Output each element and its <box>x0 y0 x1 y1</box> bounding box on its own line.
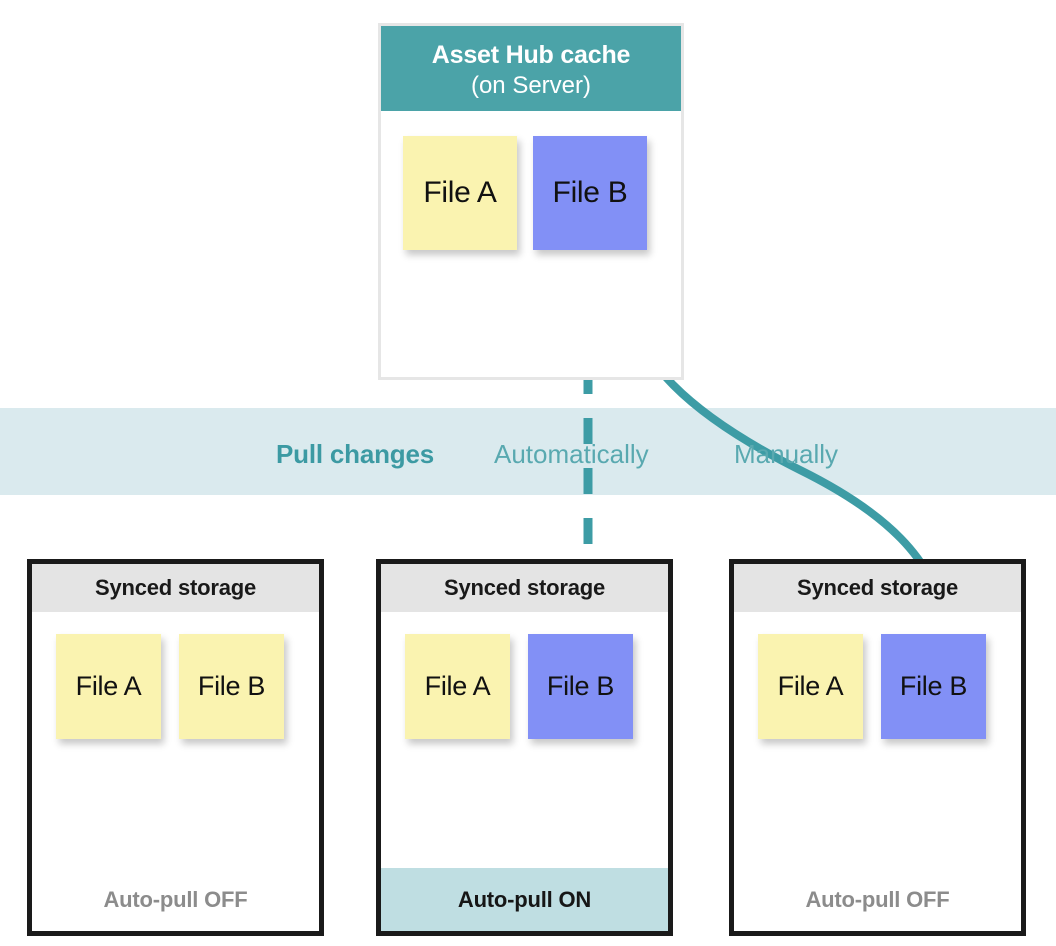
auto-pull-status: Auto-pull ON <box>381 868 668 931</box>
synced-storage-header: Synced storage <box>32 564 319 612</box>
synced-storage-notes: File A File B <box>32 612 319 853</box>
file-note[interactable]: File A <box>403 136 517 250</box>
synced-storage-header: Synced storage <box>381 564 668 612</box>
synced-storage-notes: File A File B <box>734 612 1021 853</box>
asset-hub-cache-title: Asset Hub cache <box>431 40 631 69</box>
manually-label: Manually <box>734 439 839 469</box>
file-note[interactable]: File B <box>533 136 647 250</box>
file-note[interactable]: File A <box>758 634 863 739</box>
synced-storage-box-right: Synced storage File A File B Auto-pull O… <box>729 559 1026 936</box>
file-note[interactable]: File A <box>405 634 510 739</box>
synced-storage-notes: File A File B <box>381 612 668 868</box>
synced-storage-header: Synced storage <box>734 564 1021 612</box>
asset-hub-cache-notes: File A File B <box>381 111 681 250</box>
file-note[interactable]: File A <box>56 634 161 739</box>
synced-storage-box-left: Synced storage File A File B Auto-pull O… <box>27 559 324 936</box>
file-note[interactable]: File B <box>881 634 986 739</box>
pull-changes-label: Pull changes <box>276 439 434 469</box>
file-note[interactable]: File B <box>179 634 284 739</box>
auto-pull-status: Auto-pull OFF <box>103 887 248 912</box>
synced-storage-box-middle: Synced storage File A File B Auto-pull O… <box>376 559 673 936</box>
asset-hub-cache-box: Asset Hub cache (on Server) File A File … <box>378 23 684 380</box>
asset-hub-cache-header: Asset Hub cache (on Server) <box>381 26 681 111</box>
file-note[interactable]: File B <box>528 634 633 739</box>
auto-pull-status: Auto-pull OFF <box>805 887 950 912</box>
asset-hub-cache-subtitle: (on Server) <box>470 71 592 99</box>
automatically-label: Automatically <box>494 439 649 469</box>
